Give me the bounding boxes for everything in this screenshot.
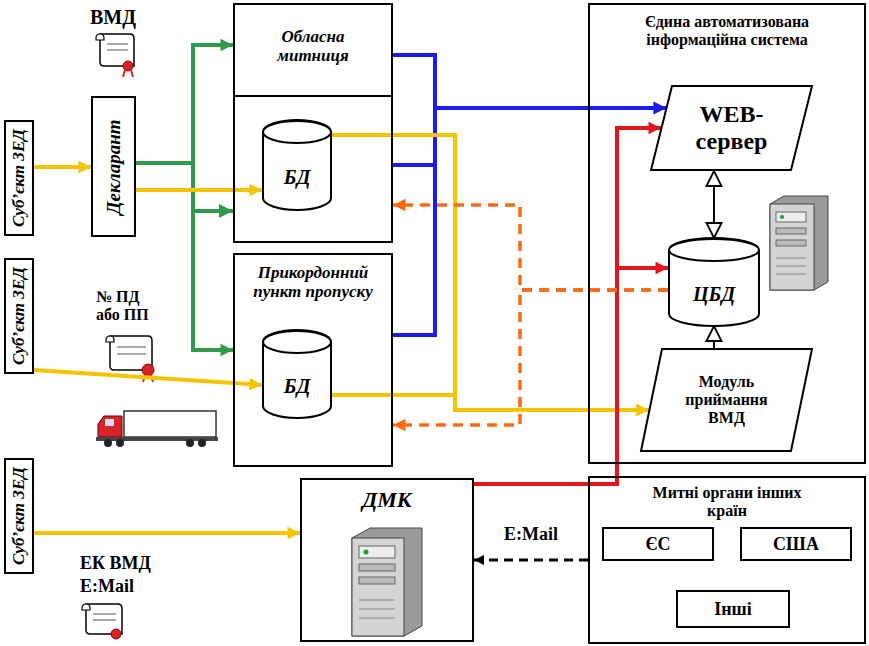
edge-label: E:Mail: [501, 524, 561, 545]
flow-connector: [393, 205, 668, 290]
cylinder-outline: [668, 238, 760, 326]
flow-connector: [136, 188, 262, 192]
document-icon: [96, 34, 134, 77]
node-text: Обласна митниця: [248, 5, 378, 65]
flow-connector: [713, 171, 715, 238]
dmk-box: ДМК: [300, 478, 474, 642]
database-cylinder: БД: [262, 330, 332, 418]
flow-connector: [34, 531, 300, 535]
actor-box: Суб’єкт ЗЕД: [4, 120, 34, 236]
server-parallelogram: WEB-сервер: [650, 85, 813, 171]
computer-icon: [770, 196, 828, 290]
node-text: Суб’єкт ЗЕД: [9, 467, 28, 565]
document-icon: [82, 604, 122, 639]
flow-connector: [136, 45, 233, 163]
actor-box: Суб’єкт ЗЕД: [4, 258, 34, 374]
database-cylinder: БД: [262, 120, 332, 210]
node-text: WEB-сервер: [684, 101, 779, 155]
flow-connector: [332, 135, 649, 410]
node-text: США: [773, 534, 819, 554]
node-text: ДМК: [312, 480, 462, 513]
module-parallelogram: Модуль приймання ВМД: [640, 348, 813, 452]
flow-connector: [34, 370, 262, 385]
node-text: Єдина автоматизована інформаційна систем…: [602, 5, 852, 49]
node-text: БД: [284, 166, 311, 188]
country-box: ЄС: [602, 527, 714, 561]
flow-connector: [393, 108, 666, 335]
document-label: № ПД або ПП: [96, 288, 166, 324]
node-text: Інші: [714, 599, 752, 619]
node-text: ЄС: [645, 534, 670, 554]
computer-icon: [352, 528, 422, 636]
truck-icon: [96, 411, 218, 447]
flow-connector: [474, 128, 661, 484]
node-text: ЦБД: [693, 283, 735, 305]
country-box: Інші: [676, 590, 790, 628]
document-label: E:Mail: [80, 576, 170, 596]
cylinder-outline: [262, 120, 332, 210]
node-text: Суб’єкт ЗЕД: [9, 129, 28, 227]
system-box: Єдина автоматизована інформаційна систем…: [588, 3, 866, 464]
database-cylinder: ЦБД: [668, 238, 760, 326]
flow-connector: [393, 290, 668, 425]
document-label: ЕК ВМД: [80, 553, 190, 573]
flow-connector: [474, 268, 668, 484]
node-text: Модуль приймання ВМД: [674, 373, 779, 427]
node-text: БД: [284, 375, 311, 397]
foreign-customs-box: Митні органи інших країнЄС США Інші: [588, 476, 866, 644]
flow-connector: [713, 326, 715, 348]
divider-line: [235, 95, 391, 97]
bus-branch: [193, 209, 233, 213]
flow-connector: [332, 395, 649, 410]
flow-connector: [393, 55, 666, 108]
checkpoint-box: Прикордонний пункт пропускуБД: [233, 253, 393, 467]
node-text: Суб’єкт ЗЕД: [9, 267, 28, 365]
declarant-box: Декларант: [91, 96, 136, 237]
flow-connector: [474, 559, 588, 562]
node-text: Декларант: [103, 119, 124, 214]
bus-stub: [392, 163, 437, 167]
node-text: Прикордонний пункт пропуску: [252, 255, 374, 301]
country-box: США: [740, 527, 852, 561]
flow-connector: [34, 165, 91, 169]
customs-box: Обласна митницяБД: [233, 3, 393, 243]
actor-box: Суб’єкт ЗЕД: [4, 458, 34, 574]
cylinder-outline: [262, 330, 332, 418]
document-label: ВМД: [90, 6, 152, 28]
node-text: Митні органи інших країн: [642, 478, 812, 520]
